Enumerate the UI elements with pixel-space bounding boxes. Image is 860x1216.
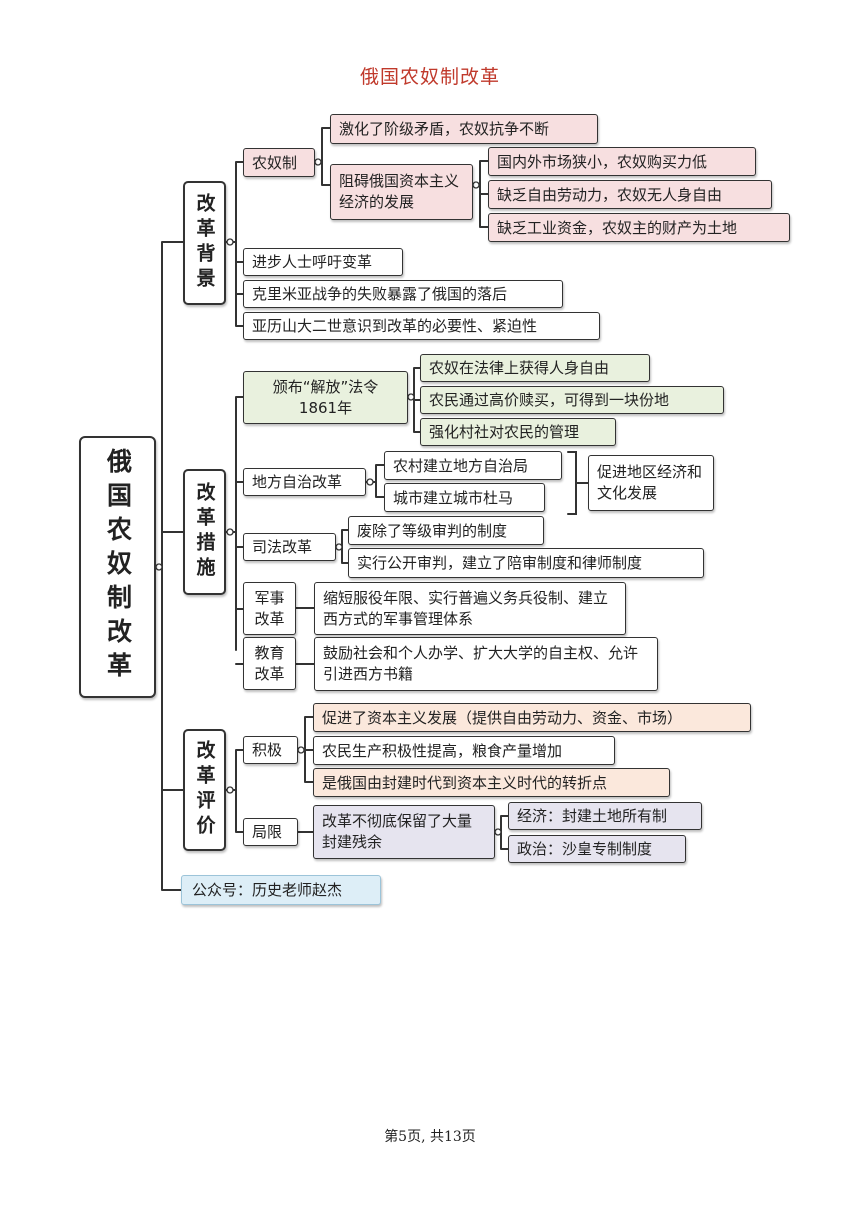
- page-footer: 第5页, 共13页: [384, 1129, 476, 1145]
- judicial-item-public-trial: 实行公开审判，建立了陪审制度和律师制度: [348, 548, 704, 578]
- local-item-rural: 农村建立地方自治局: [384, 451, 562, 480]
- limits-node: 局限: [243, 818, 298, 846]
- section-evaluation: 改革评价: [183, 729, 226, 851]
- positive-node: 积极: [243, 736, 298, 764]
- local-reform-node: 地方自治改革: [243, 468, 366, 496]
- limits-item-economy: 经济：封建土地所有制: [508, 802, 702, 830]
- decree-item-commune: 强化村社对农民的管理: [420, 418, 616, 446]
- local-result-node: 促进地区经济和文化发展: [588, 455, 714, 511]
- education-reform-content: 鼓励社会和个人办学、扩大大学的自主权、允许引进西方书籍: [314, 637, 658, 691]
- obstacle-node: 阻碍俄国资本主义经济的发展: [330, 164, 473, 220]
- reason-labor: 缺乏自由劳动力，农奴无人身自由: [488, 180, 772, 209]
- conflict-node: 激化了阶级矛盾，农奴抗争不断: [330, 114, 598, 144]
- background-item-alexander: 亚历山大二世意识到改革的必要性、紧迫性: [243, 312, 600, 340]
- section-measures: 改革措施: [183, 469, 226, 595]
- page-title: 俄国农奴制改革: [359, 66, 500, 88]
- judicial-item-abolish: 废除了等级审判的制度: [348, 516, 544, 545]
- positive-item-turning-point: 是俄国由封建时代到资本主义时代的转折点: [313, 768, 670, 797]
- limits-item-politics: 政治：沙皇专制制度: [508, 835, 686, 863]
- positive-item-capitalism: 促进了资本主义发展（提供自由劳动力、资金、市场）: [313, 703, 751, 732]
- limits-content: 改革不彻底保留了大量封建残余: [313, 805, 495, 859]
- military-reform-content: 缩短服役年限、实行普遍义务兵役制、建立西方式的军事管理体系: [314, 582, 626, 635]
- positive-item-productivity: 农民生产积极性提高，粮食产量增加: [313, 736, 615, 765]
- account-badge: 公众号：历史老师赵杰: [181, 875, 381, 905]
- decree-item-land: 农民通过高价赎买，可得到一块份地: [420, 386, 724, 414]
- decree-node: 颁布“解放”法令 1861年: [243, 371, 408, 424]
- serfdom-node: 农奴制: [243, 148, 315, 177]
- decree-year: 1861年: [298, 398, 353, 417]
- root-node: 俄国农奴制改革: [79, 436, 156, 698]
- background-item-crimean-war: 克里米亚战争的失败暴露了俄国的落后: [243, 280, 563, 308]
- decree-item-freedom: 农奴在法律上获得人身自由: [420, 354, 650, 382]
- section-background: 改革背景: [183, 181, 226, 305]
- decree-label: 颁布“解放”法令: [272, 377, 379, 396]
- military-reform-node: 军事改革: [243, 582, 296, 635]
- education-reform-node: 教育改革: [243, 637, 296, 690]
- reason-market: 国内外市场狭小，农奴购买力低: [488, 147, 756, 176]
- background-item-progressives: 进步人士呼吁变革: [243, 248, 403, 276]
- judicial-reform-node: 司法改革: [243, 533, 336, 561]
- local-item-city: 城市建立城市杜马: [384, 483, 545, 512]
- reason-capital: 缺乏工业资金，农奴主的财产为土地: [488, 213, 790, 242]
